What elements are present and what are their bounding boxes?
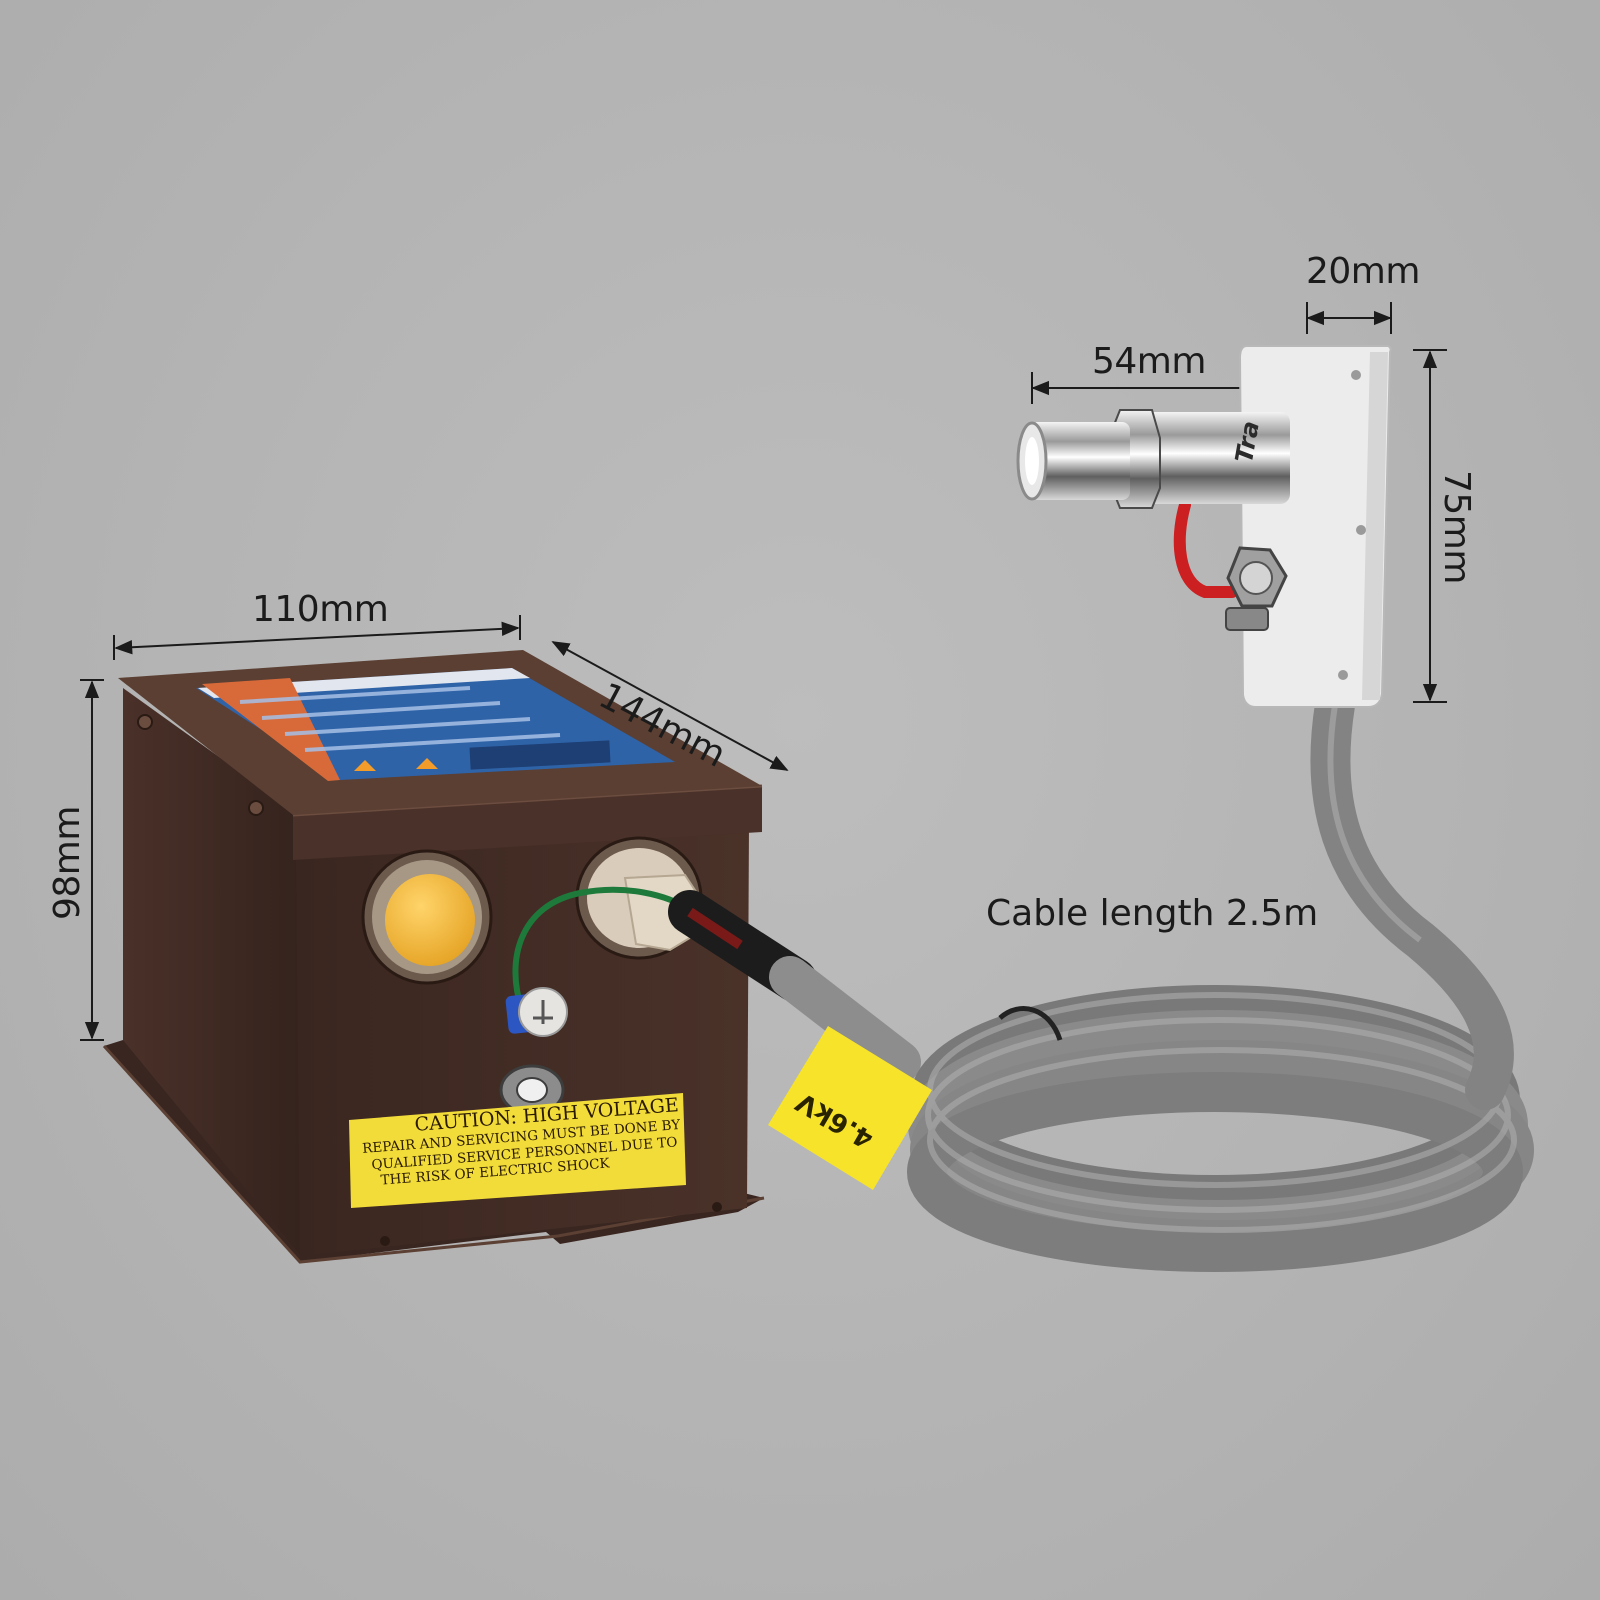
cable-tag xyxy=(768,1026,932,1190)
bracket-height-label: 75mm xyxy=(1436,470,1477,584)
ground-wire xyxy=(499,886,692,1116)
caution-label xyxy=(349,1093,686,1208)
box-width-label: 110mm xyxy=(252,589,389,630)
power-button xyxy=(361,849,493,985)
nozzle-length-label: 54mm xyxy=(1092,341,1206,382)
ion-nozzle-assembly xyxy=(1016,345,1392,708)
dimension-lines xyxy=(80,302,1447,1041)
cable-length-caption: Cable length 2.5m xyxy=(986,893,1319,934)
box-height-label: 98mm xyxy=(47,806,88,920)
high-voltage-cable xyxy=(668,685,1534,1272)
bracket-width-label: 20mm xyxy=(1306,251,1420,292)
